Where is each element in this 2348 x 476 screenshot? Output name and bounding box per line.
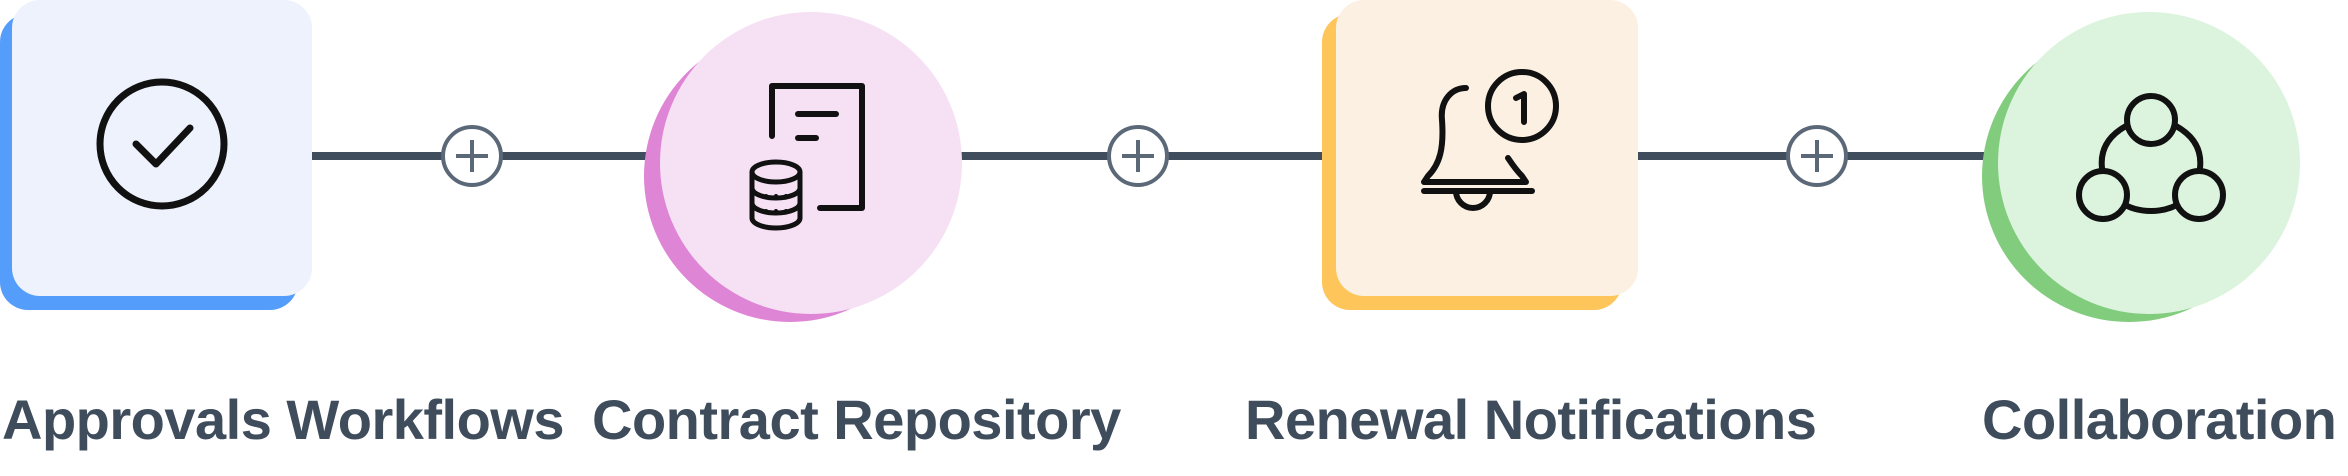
team-network-icon <box>2076 93 2226 222</box>
card-face <box>1336 0 1638 296</box>
step-renewal-notifications <box>1322 0 1638 312</box>
card-face <box>660 12 962 314</box>
step-label-approvals-workflows: Approvals Workflows <box>2 388 565 451</box>
step-label-contract-repository: Contract Repository <box>592 388 1121 451</box>
plus-circle-icon <box>1107 125 1169 187</box>
plus-circle-icon <box>1786 125 1848 187</box>
step-collaboration <box>1982 12 2300 324</box>
step-contract-repository <box>644 12 962 324</box>
step-label-collaboration: Collaboration <box>1982 388 2337 451</box>
step-label-renewal-notifications: Renewal Notifications <box>1245 388 1817 451</box>
plus-circle-icon <box>441 125 503 187</box>
check-circle-icon <box>96 78 228 210</box>
card-face <box>12 0 312 296</box>
document-database-icon <box>749 83 865 231</box>
bell-notification-icon <box>1421 69 1559 211</box>
step-approvals-workflows <box>0 0 312 312</box>
card-face <box>1998 12 2300 314</box>
